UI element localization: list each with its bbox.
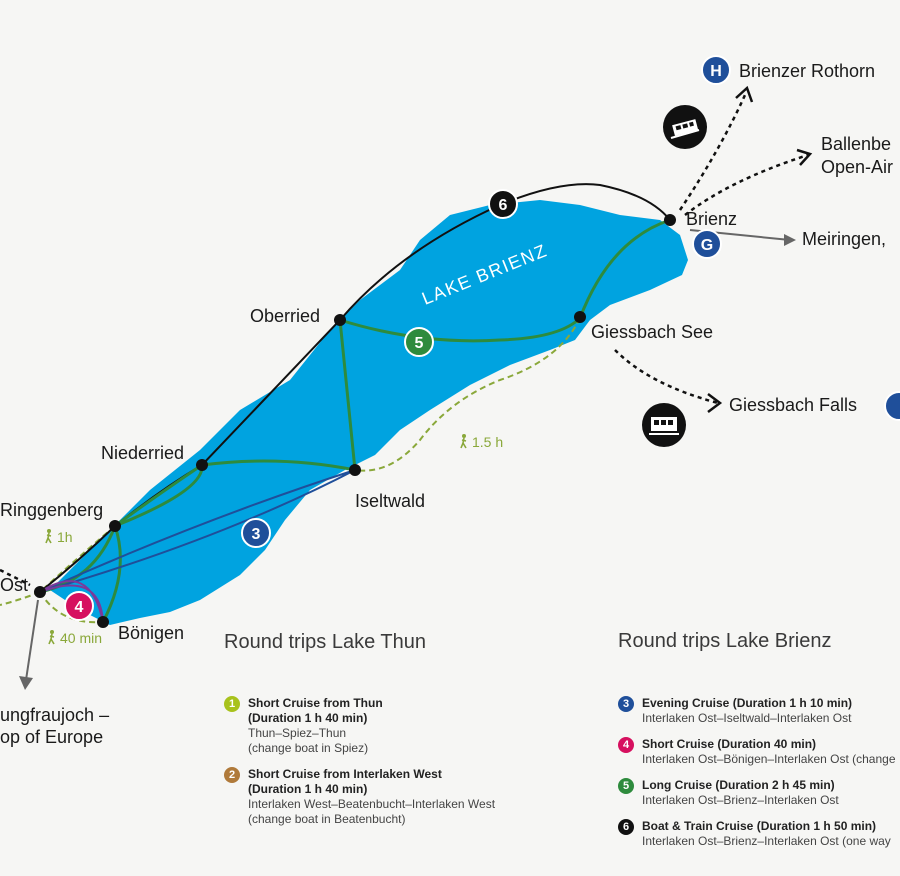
route-6-dot: 6 [618,819,634,835]
legend-thun: 1 Short Cruise from Thun (Duration 1 h 4… [224,696,524,838]
legend-item-route: Interlaken Ost–Iseltwald–Interlaken Ost [642,711,852,725]
station-dot-giessbach [574,311,586,323]
station-dot-oberried [334,314,346,326]
label-jungfraujoch-1: ungfraujoch – [0,705,110,725]
legend-item-note: (change boat in Spiez) [248,741,369,755]
lake-brienz-shape [50,200,688,625]
walk-label-ringgenberg: 1h [44,529,73,545]
legend-item-duration: (Duration 1 h 40 min) [248,782,368,796]
funicular-icon [642,403,686,447]
legend-item-4: 4 Short Cruise (Duration 40 min) Interla… [618,737,900,767]
label-iseltwald: Iseltwald [355,491,426,511]
walk-path-boenigen [39,591,104,624]
legend-item-route: Interlaken West–Beatenbucht–Interlaken W… [248,797,496,811]
station-dot-niederried [196,459,208,471]
legend-thun-title: Round trips Lake Thun [224,631,426,653]
route-6-badge: 6 [488,189,518,219]
label-niederried: Niederried [101,443,185,463]
walk-path-giessbach [354,317,581,472]
walk-time-boenigen: 40 min [60,630,103,646]
station-dot-ringgenberg [109,520,121,532]
label-meiringen: Meiringen, [802,229,887,249]
legend-item-1: 1 Short Cruise from Thun (Duration 1 h 4… [224,696,524,756]
legend-item-3: 3 Evening Cruise (Duration 1 h 10 min) I… [618,696,900,726]
legend-item-duration: (Duration 1 h 40 min) [248,711,368,725]
station-dot-interlaken-ost [34,586,46,598]
legend-item-route: Interlaken Ost–Brienz–Interlaken Ost [642,793,839,807]
arrow-giessbach-falls-head [707,393,723,413]
route-4-line [39,580,104,623]
bus-h-badge: H [701,55,731,85]
arrow-giessbach-falls [614,349,719,405]
legend-item-title: Long Cruise (Duration 2 h 45 min) [642,778,835,792]
station-dot-iseltwald [349,464,361,476]
walker-icon [460,434,467,449]
cog-railway-icon [663,105,707,149]
label-oberried: Oberried [250,306,321,326]
legend-item-note: (change boat in Beatenbucht) [248,812,406,826]
station-dot-boenigen [97,616,109,628]
legend-item-title: Short Cruise from Thun [248,696,383,710]
route-3-dot: 3 [618,696,634,712]
walker-icon [48,630,55,645]
legend-item-title: Boat & Train Cruise (Duration 1 h 50 min… [642,819,877,833]
legend-item-title: Evening Cruise (Duration 1 h 10 min) [642,696,853,710]
arrow-interlaken-west [0,568,31,587]
arrow-jungfraujoch [25,599,39,681]
legend-brienz: 3 Evening Cruise (Duration 1 h 10 min) I… [618,696,900,860]
legend-brienz-title: Round trips Lake Brienz [618,630,832,652]
legend-item-5: 5 Long Cruise (Duration 2 h 45 min) Inte… [618,778,900,808]
legend-item-route: Thun–Spiez–Thun [248,726,347,740]
route-3-line [39,469,356,593]
label-brienz: Brienz [686,209,738,229]
route-5-badge: 5 [404,327,434,357]
walk-time-ringgenberg: 1h [57,529,73,545]
arrow-meiringen-head [784,234,796,246]
walk-time-giessbach: 1.5 h [472,434,504,450]
route-2-dot: 2 [224,767,240,783]
legend-item-6: 6 Boat & Train Cruise (Duration 1 h 50 m… [618,819,900,849]
arrow-jungfraujoch-head [19,676,33,690]
label-interlaken-ost: Ost [0,575,29,595]
arrow-ballenberg [684,153,809,216]
walker-icon [45,529,52,544]
label-jungfraujoch-2: op of Europe [0,727,104,747]
walk-label-boenigen: 40 min [47,630,102,646]
label-giessbach-falls: Giessbach Falls [729,395,858,415]
station-dot-brienz [664,214,676,226]
label-giessbach-see: Giessbach See [591,322,714,342]
route-3-badge: 3 [241,518,271,548]
legend-item-title: Short Cruise from Interlaken West [248,767,442,781]
label-boenigen: Bönigen [118,623,185,643]
label-ballenberg-2: Open-Air [821,157,894,177]
arrow-ballenberg-head [796,148,813,166]
bus-g-badge: G [692,229,722,259]
legend-item-2: 2 Short Cruise from Interlaken West (Dur… [224,767,524,827]
label-ballenberg-1: Ballenbe [821,134,892,154]
route-4-badge: 4 [64,591,94,621]
route-1-dot: 1 [224,696,240,712]
route-4-dot: 4 [618,737,634,753]
walk-label-giessbach: 1.5 h [459,434,503,450]
route-5-dot: 5 [618,778,634,794]
label-brienzer-rothorn: Brienzer Rothorn [739,61,876,81]
arrow-rothorn-head [735,85,754,103]
legend-item-route: Interlaken Ost–Brienz–Interlaken Ost (on… [642,834,891,848]
legend-item-route: Interlaken Ost–Bönigen–Interlaken Ost (c… [642,752,896,766]
legend-item-title: Short Cruise (Duration 40 min) [642,737,817,751]
label-ringgenberg: Ringgenberg [0,500,104,520]
